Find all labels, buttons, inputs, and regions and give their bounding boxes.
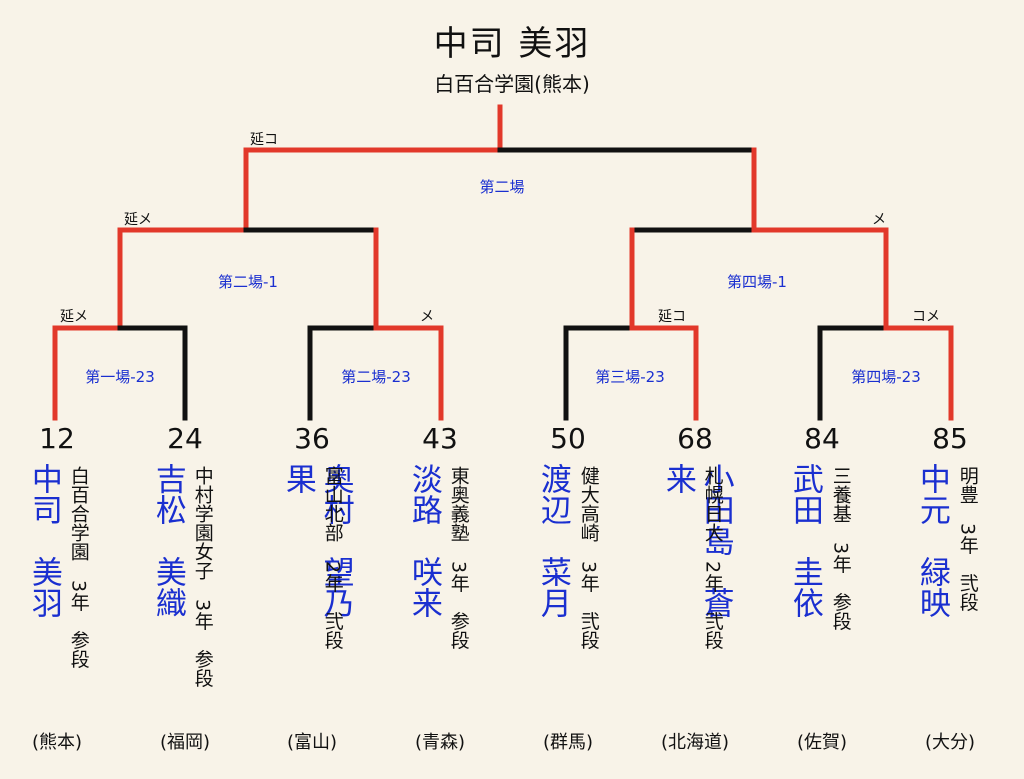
player-name: 小田島 蒼来 xyxy=(659,463,734,618)
player-number: 43 xyxy=(422,422,458,455)
match-label-qf1: 第一場-23 xyxy=(85,368,155,386)
player-number: 85 xyxy=(932,422,968,455)
player-prefecture: (北海道) xyxy=(660,732,730,753)
player-info: 札幌日大 2年 弐段 xyxy=(701,466,724,650)
player-prefecture: (熊本) xyxy=(31,732,83,753)
player-prefecture: (大分) xyxy=(924,732,976,753)
player-name: 中司 美羽 xyxy=(25,463,62,618)
match-label-qf4: 第四場-23 xyxy=(851,368,921,386)
player-info: 白百合学園 3年 参段 xyxy=(67,466,90,669)
player-number: 84 xyxy=(804,422,840,455)
player-number: 68 xyxy=(677,422,713,455)
player-info: 中村学園女子 3年 参段 xyxy=(191,466,214,688)
result-semi-left: 延メ xyxy=(124,212,152,228)
match-label-qf2: 第二場-23 xyxy=(341,368,411,386)
player-name: 吉松 美織 xyxy=(149,463,186,618)
result-qf2: メ xyxy=(420,309,434,325)
player-number: 12 xyxy=(39,422,75,455)
player-info: 明豊 3年 弐段 xyxy=(956,466,979,612)
player-name: 奥村 望乃果 xyxy=(279,463,354,618)
player-prefecture: (青森) xyxy=(414,732,466,753)
player-prefecture: (佐賀) xyxy=(796,732,848,753)
player-number: 36 xyxy=(294,422,330,455)
player-info: 健大高崎 3年 弐段 xyxy=(577,466,600,650)
match-label-qf3: 第三場-23 xyxy=(595,368,665,386)
player-info: 富山北部 2年 弐段 xyxy=(321,466,344,650)
result-qf3: 延コ xyxy=(658,309,686,325)
player-name: 淡路 咲来 xyxy=(405,463,442,618)
player-name: 武田 圭依 xyxy=(786,463,823,618)
player-prefecture: (富山) xyxy=(286,732,338,753)
player-name: 渡辺 菜月 xyxy=(534,463,571,618)
winner-school: 白百合学園(熊本) xyxy=(434,72,590,96)
winner-name: 中司 美羽 xyxy=(433,24,591,64)
result-final: 延コ xyxy=(250,132,278,148)
player-info: 東奥義塾 3年 参段 xyxy=(447,466,470,650)
result-semi-right: メ xyxy=(872,212,886,228)
player-prefecture: (群馬) xyxy=(542,732,594,753)
result-qf4: コメ xyxy=(912,309,940,325)
player-name: 中元 緑映 xyxy=(913,463,950,618)
match-label-semi-right: 第四場-1 xyxy=(727,273,787,291)
player-number: 50 xyxy=(550,422,586,455)
player-info: 三養基 3年 参段 xyxy=(829,466,852,631)
match-label-final: 第二場 xyxy=(479,178,525,196)
player-number: 24 xyxy=(167,422,203,455)
match-label-semi-left: 第二場-1 xyxy=(218,273,278,291)
result-qf1: 延メ xyxy=(60,309,88,325)
player-prefecture: (福岡) xyxy=(159,732,211,753)
